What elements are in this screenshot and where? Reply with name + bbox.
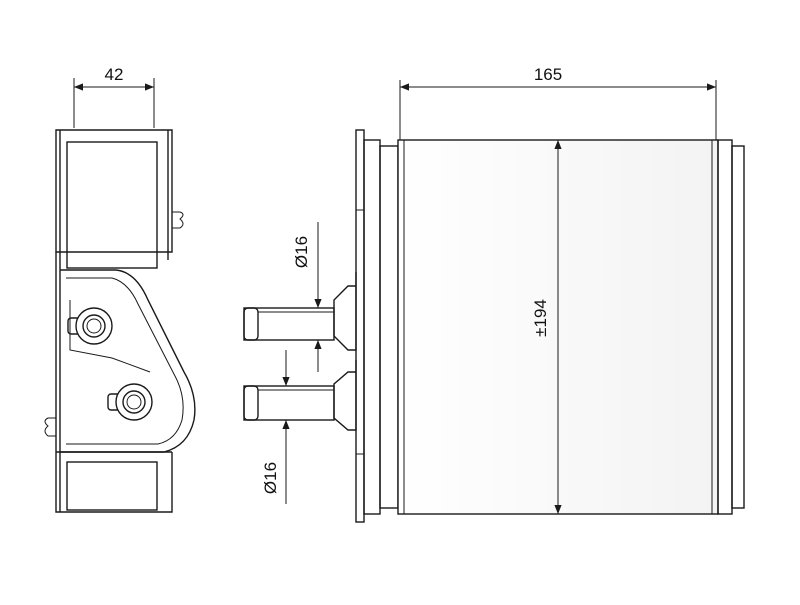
- dimension-core-height-label: ±194: [531, 299, 550, 337]
- dimension-width-top: 42: [73, 65, 155, 128]
- dimension-core-width: 165: [399, 65, 717, 146]
- pipe-lower: [243, 360, 357, 431]
- side-view: 42: [44, 65, 196, 513]
- front-view: 165 Ø16: [243, 65, 745, 523]
- pipe-upper: [243, 272, 357, 351]
- dimension-pipe-upper: Ø16: [292, 222, 322, 372]
- dimension-core-width-label: 165: [534, 65, 562, 84]
- dimension-pipe-lower: Ø16: [261, 350, 290, 504]
- dimension-pipe-upper-label: Ø16: [292, 236, 311, 268]
- dimension-core-height: ±194: [531, 140, 562, 514]
- dimension-width-top-label: 42: [105, 65, 124, 84]
- pipe-end-lower: [107, 383, 153, 421]
- pipe-end-upper: [67, 307, 113, 345]
- dimension-pipe-lower-label: Ø16: [261, 462, 280, 494]
